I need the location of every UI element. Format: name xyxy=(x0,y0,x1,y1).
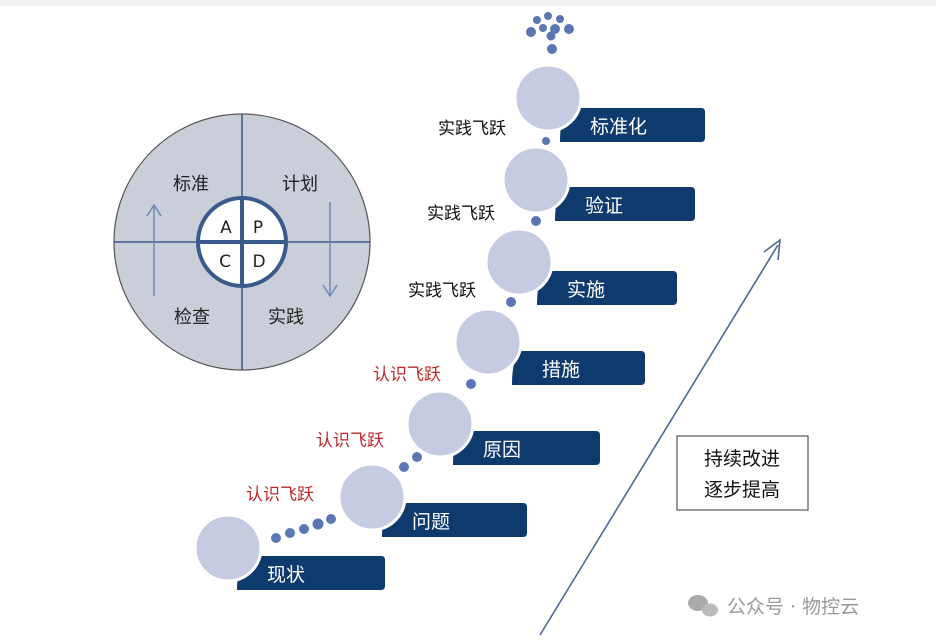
leap-label-cognitive-3: 认识飞跃 xyxy=(373,365,441,385)
top-strip xyxy=(0,0,936,6)
watermark: 公众号 · 物控云 xyxy=(688,595,859,618)
watermark-text: 公众号 · 物控云 xyxy=(727,596,859,618)
step-circle xyxy=(405,389,475,459)
letter-c: C xyxy=(219,252,231,272)
step-2: 问题 xyxy=(337,462,527,537)
quadrant-plan: 计划 xyxy=(282,174,318,195)
leap-label-cognitive-2: 认识飞跃 xyxy=(316,431,384,451)
wechat-icon xyxy=(688,595,718,617)
step-label: 验证 xyxy=(585,195,623,217)
progress-arrow xyxy=(539,238,781,636)
letter-a: A xyxy=(220,218,232,238)
quadrant-do: 实践 xyxy=(268,307,304,328)
step-label-box xyxy=(382,503,527,537)
step-circle xyxy=(193,513,263,583)
step-label: 标准化 xyxy=(590,116,647,138)
step-label: 措施 xyxy=(542,359,580,381)
letter-d: D xyxy=(252,252,265,272)
step-label-box xyxy=(537,271,677,305)
improvement-box: 持续改进 逐步提高 xyxy=(676,435,809,511)
step-label-box xyxy=(453,431,600,465)
quadrant-check: 检查 xyxy=(174,307,210,328)
pdca-wheel: 标准 计划 检查 实践 A P C D xyxy=(113,113,371,371)
step-circle xyxy=(484,227,554,297)
leap-label-practice-2: 实践飞跃 xyxy=(427,204,495,224)
step-circle xyxy=(337,462,407,532)
step-4: 措施 xyxy=(453,307,645,385)
improvement-line-2: 逐步提高 xyxy=(704,479,780,501)
step-circle xyxy=(501,145,571,215)
step-circle xyxy=(513,63,583,133)
step-connector-dots xyxy=(271,137,550,543)
leap-label-practice-3: 实践飞跃 xyxy=(438,119,506,139)
step-circle xyxy=(453,307,523,377)
step-1: 现状 xyxy=(193,513,385,590)
arrow-down-icon xyxy=(322,202,338,298)
improvement-line-1: 持续改进 xyxy=(704,448,780,470)
leap-label-cognitive-1: 认识飞跃 xyxy=(246,485,314,505)
step-label: 实施 xyxy=(567,279,605,301)
step-label: 现状 xyxy=(267,564,305,586)
step-label-box xyxy=(237,556,385,590)
step-5: 实施 xyxy=(484,227,677,305)
step-6: 验证 xyxy=(501,145,695,221)
quadrant-standard: 标准 xyxy=(173,174,209,195)
step-label: 原因 xyxy=(483,439,521,461)
step-label-box xyxy=(560,108,705,142)
step-label-box xyxy=(512,351,645,385)
leap-label-practice-1: 实践飞跃 xyxy=(408,281,476,301)
step-3: 原因 xyxy=(405,389,600,465)
step-label: 问题 xyxy=(412,511,450,533)
arrow-up-icon xyxy=(146,203,162,296)
letter-p: P xyxy=(253,218,263,238)
step-label-box xyxy=(555,187,695,221)
step-7: 标准化 xyxy=(513,63,705,142)
top-dot-cluster xyxy=(526,12,574,54)
